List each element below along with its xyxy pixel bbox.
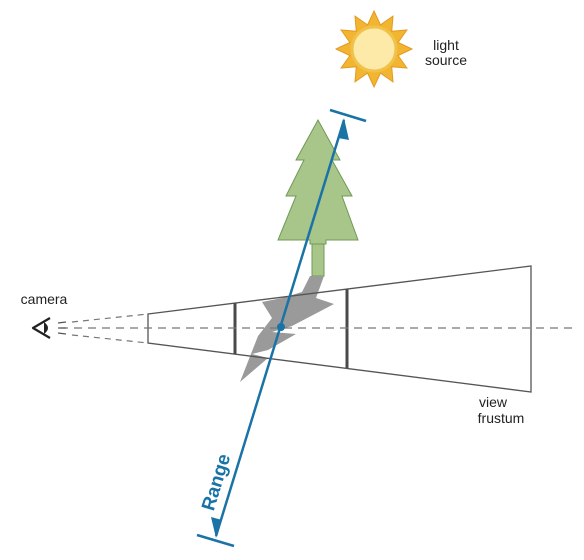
sight-line-lower <box>71 334 149 344</box>
light-source-label-line1: light <box>433 37 459 53</box>
eye-shape <box>31 317 51 339</box>
sun-core <box>350 25 398 73</box>
camera-label: camera <box>21 291 68 307</box>
tree-shadow <box>240 276 334 382</box>
sun-icon <box>334 9 414 89</box>
range-arrow-down <box>211 517 222 538</box>
frustum-outline <box>147 265 532 393</box>
tree-icon <box>277 118 359 277</box>
eye-pupil <box>44 322 48 334</box>
view-frustum-label-line2: frustum <box>478 410 525 426</box>
range-axis <box>196 108 367 548</box>
sight-line-upper <box>71 313 149 323</box>
range-center-point <box>277 323 285 331</box>
view-frustum-label-line1: view <box>479 394 508 410</box>
view-frustum <box>147 265 532 393</box>
range-top-tick <box>329 108 367 123</box>
eye-icon <box>31 317 67 339</box>
range-arrow-up <box>338 118 349 140</box>
light-source-label-line2: source <box>425 52 467 68</box>
eye-ray-1 <box>57 321 67 324</box>
tree-trunk <box>311 243 325 277</box>
range-bottom-tick <box>196 533 235 548</box>
range-label: Range <box>198 452 235 514</box>
eye-ray-3 <box>57 332 67 335</box>
